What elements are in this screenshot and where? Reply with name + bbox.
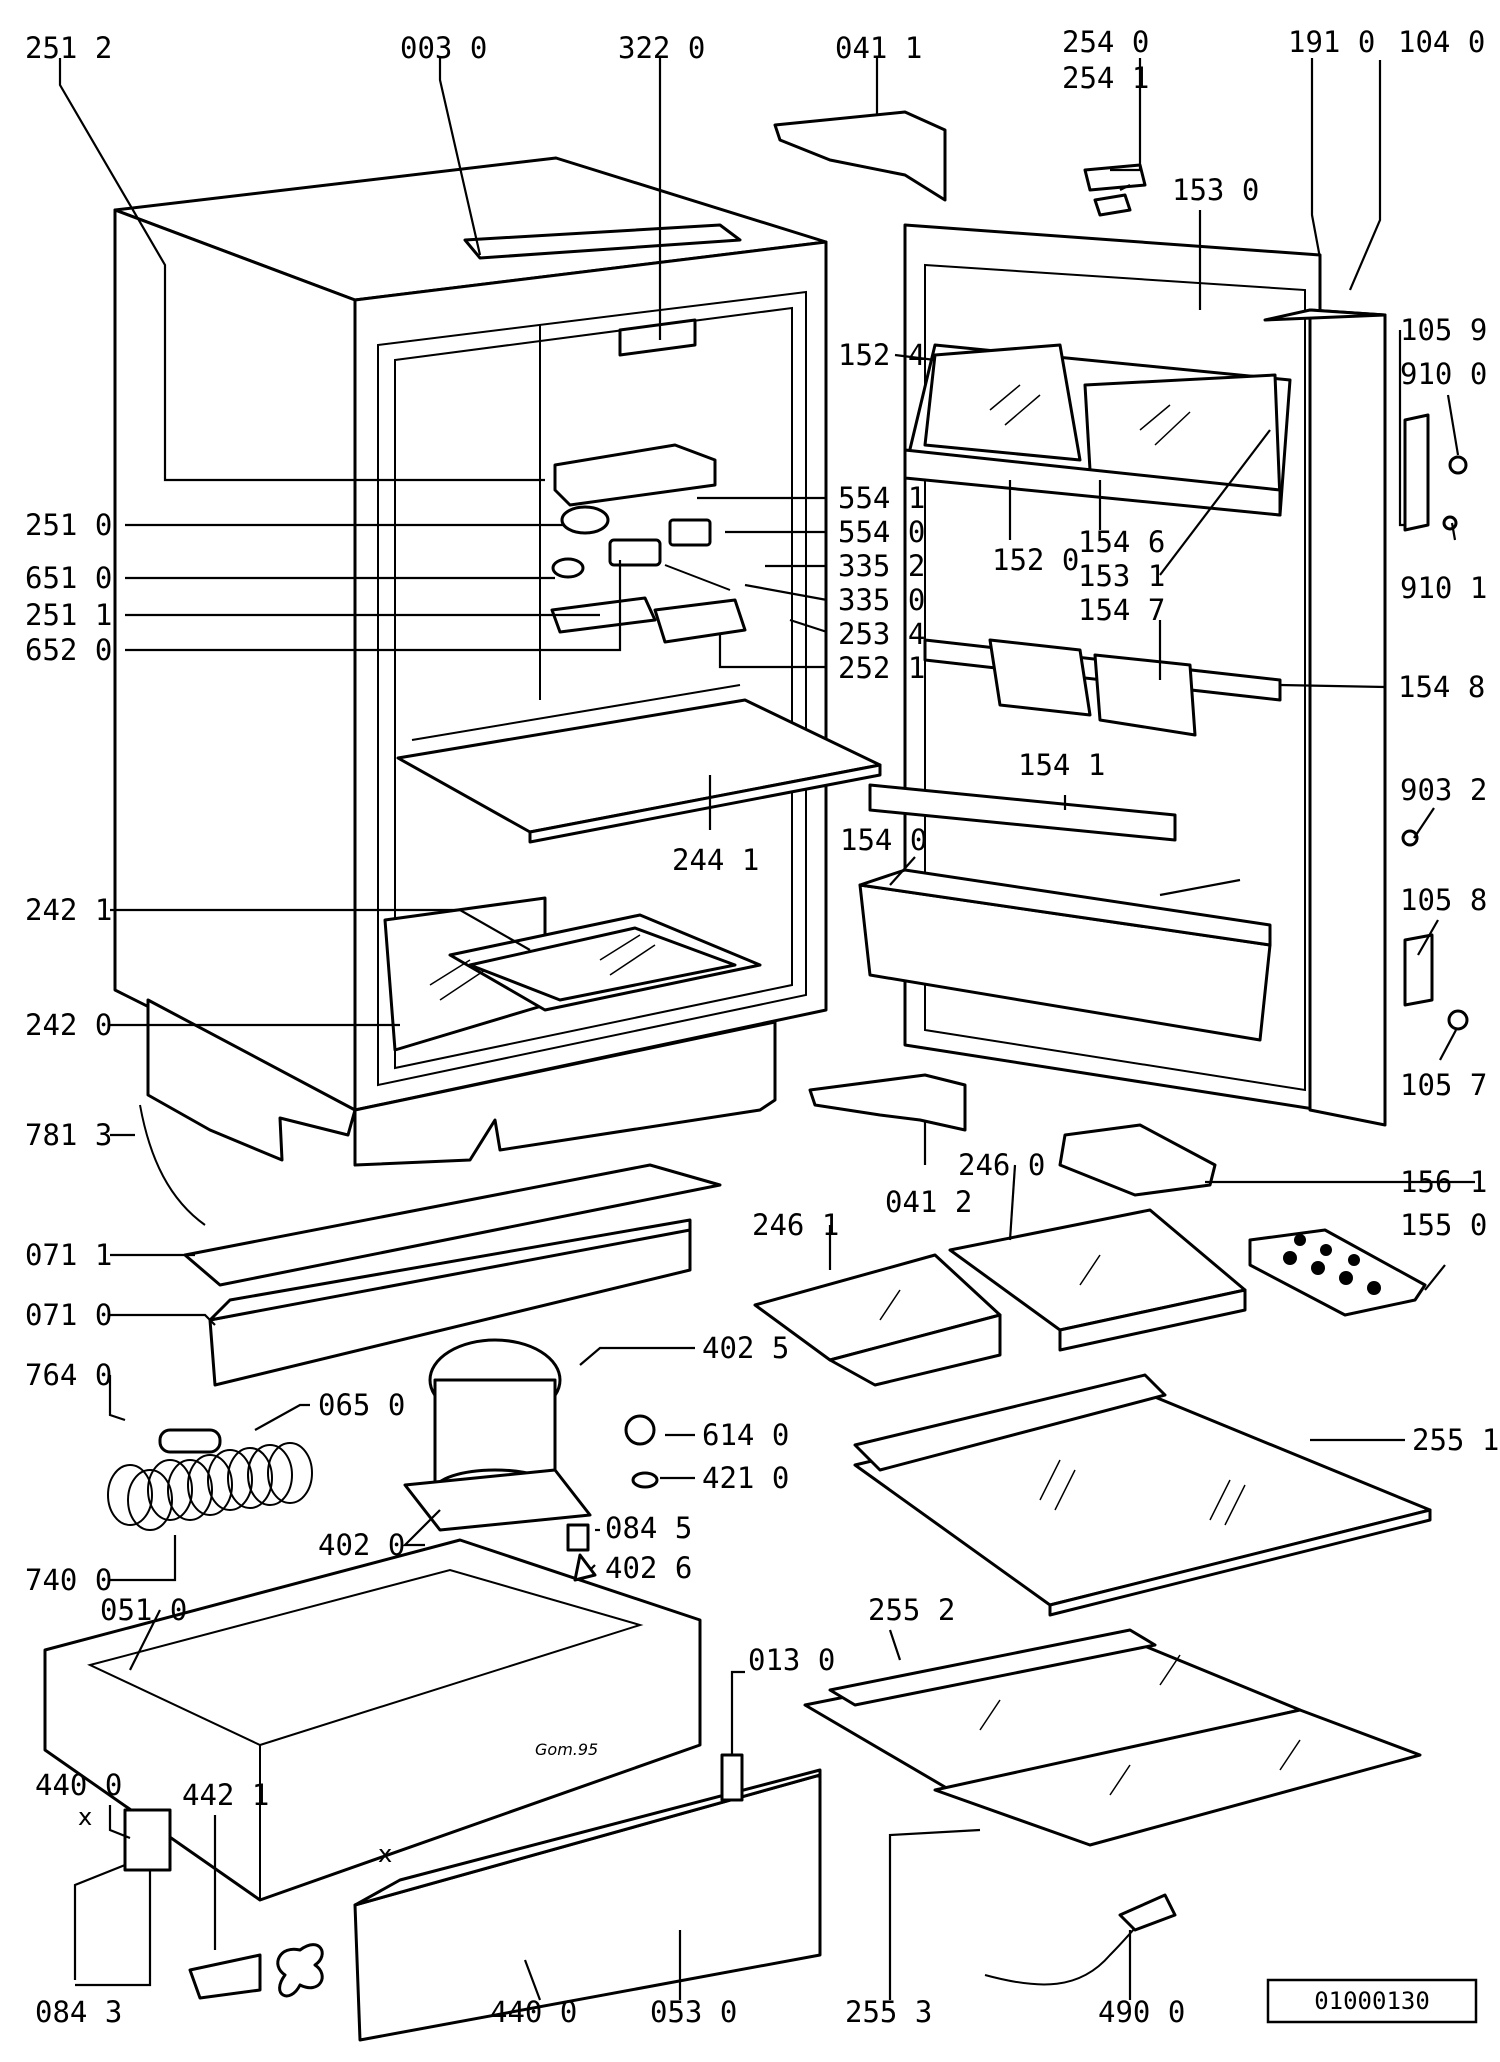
label-764-0: 764 0 <box>25 1358 112 1392</box>
label-156-1: 156 1 <box>1400 1165 1487 1199</box>
label-251-1: 251 1 <box>25 598 112 632</box>
label-255-2: 255 2 <box>868 1593 955 1627</box>
label-554-0: 554 0 <box>838 515 925 549</box>
label-255-1: 255 1 <box>1412 1423 1499 1457</box>
crispers <box>383 896 762 1052</box>
label-013-0: 013 0 <box>748 1643 835 1677</box>
label-041-1: 041 1 <box>835 31 922 65</box>
label-255-3: 255 3 <box>845 1995 932 2029</box>
label-440-0-left: 440 0 <box>35 1768 122 1802</box>
label-003-0: 003 0 <box>400 31 487 65</box>
label-105-9: 105 9 <box>1400 313 1487 347</box>
label-335-2: 335 2 <box>838 549 925 583</box>
label-152-4: 152 4 <box>838 338 925 372</box>
label-903-2: 903 2 <box>1400 773 1487 807</box>
part-254-0 <box>1083 163 1147 192</box>
reference-number: 01000130 <box>1314 1987 1430 2015</box>
label-251-2: 251 2 <box>25 31 112 65</box>
mark-x-right: x <box>378 1840 392 1868</box>
label-154-7: 154 7 <box>1078 593 1165 627</box>
label-191-0: 191 0 <box>1288 25 1375 59</box>
part-labels: 251 2 003 0 322 0 041 1 254 0 254 1 191 … <box>25 25 1499 2029</box>
screw-910-0 <box>1448 455 1468 475</box>
label-554-1: 554 1 <box>838 481 925 515</box>
stamp-text: Gom.95 <box>535 1740 598 1759</box>
freezer-parts <box>753 1123 1432 1847</box>
label-084-5: 084 5 <box>605 1511 692 1545</box>
label-242-0: 242 0 <box>25 1008 112 1042</box>
screw-903-2 <box>1401 829 1419 847</box>
label-071-1: 071 1 <box>25 1238 112 1272</box>
label-781-3: 781 3 <box>25 1118 112 1152</box>
machine-parts <box>43 1104 1177 2042</box>
label-652-0: 652 0 <box>25 633 112 667</box>
label-442-1: 442 1 <box>182 1778 269 1812</box>
label-402-6: 402 6 <box>605 1551 692 1585</box>
label-242-1: 242 1 <box>25 893 112 927</box>
thermostat-assembly <box>550 443 747 644</box>
label-254-1: 254 1 <box>1062 61 1149 95</box>
cabinet <box>113 156 882 1167</box>
label-244-1: 244 1 <box>672 843 759 877</box>
door <box>858 223 1387 1127</box>
label-322-0: 322 0 <box>618 31 705 65</box>
label-154-8: 154 8 <box>1398 670 1485 704</box>
label-252-1: 252 1 <box>838 651 925 685</box>
label-154-1: 154 1 <box>1018 748 1105 782</box>
label-910-0: 910 0 <box>1400 357 1487 391</box>
shelf-244-1 <box>396 684 882 844</box>
label-440-0-bottom: 440 0 <box>490 1995 577 2029</box>
label-651-0: 651 0 <box>25 561 112 595</box>
label-153-0: 153 0 <box>1172 173 1259 207</box>
part-254-1 <box>1093 193 1132 217</box>
label-246-0: 246 0 <box>958 1148 1045 1182</box>
label-155-0: 155 0 <box>1400 1208 1487 1242</box>
hinge-041-1 <box>773 110 947 202</box>
label-421-0: 421 0 <box>702 1461 789 1495</box>
bracket-322-0 <box>618 318 697 357</box>
label-402-5: 402 5 <box>702 1331 789 1365</box>
label-740-0: 740 0 <box>25 1563 112 1597</box>
label-251-0: 251 0 <box>25 508 112 542</box>
label-053-0: 053 0 <box>650 1995 737 2029</box>
label-071-0: 071 0 <box>25 1298 112 1332</box>
part-105-8 <box>1403 933 1434 1007</box>
label-105-7: 105 7 <box>1400 1068 1487 1102</box>
label-153-1: 153 1 <box>1078 559 1165 593</box>
hinge-041-2 <box>808 1073 967 1132</box>
label-254-0: 254 0 <box>1062 25 1149 59</box>
label-105-8: 105 8 <box>1400 883 1487 917</box>
egg-tray-holes <box>1283 1234 1381 1295</box>
reference-number-box: 01000130 <box>1266 1978 1478 2024</box>
label-253-4: 253 4 <box>838 617 925 651</box>
label-104-0: 104 0 <box>1398 25 1485 59</box>
top-rail-003-0 <box>463 223 742 260</box>
screw-910-1 <box>1442 515 1458 531</box>
label-490-0: 490 0 <box>1098 1995 1185 2029</box>
label-084-3: 084 3 <box>35 1995 122 2029</box>
condenser-coil <box>107 1428 313 1531</box>
label-614-0: 614 0 <box>702 1418 789 1452</box>
mark-x-left: x <box>78 1803 92 1831</box>
part-105-7 <box>1447 1009 1469 1031</box>
label-051-0: 051 0 <box>100 1593 187 1627</box>
label-154-0: 154 0 <box>840 823 927 857</box>
label-065-0: 065 0 <box>318 1388 405 1422</box>
hinge-cover-105-9 <box>1403 413 1430 532</box>
label-246-1: 246 1 <box>752 1208 839 1242</box>
label-152-0: 152 0 <box>992 543 1079 577</box>
label-402-0: 402 0 <box>318 1528 405 1562</box>
label-910-1: 910 1 <box>1400 571 1487 605</box>
label-041-2: 041 2 <box>885 1185 972 1219</box>
leader-lines <box>58 58 1475 2001</box>
label-335-0: 335 0 <box>838 583 925 617</box>
label-154-6: 154 6 <box>1078 525 1165 559</box>
